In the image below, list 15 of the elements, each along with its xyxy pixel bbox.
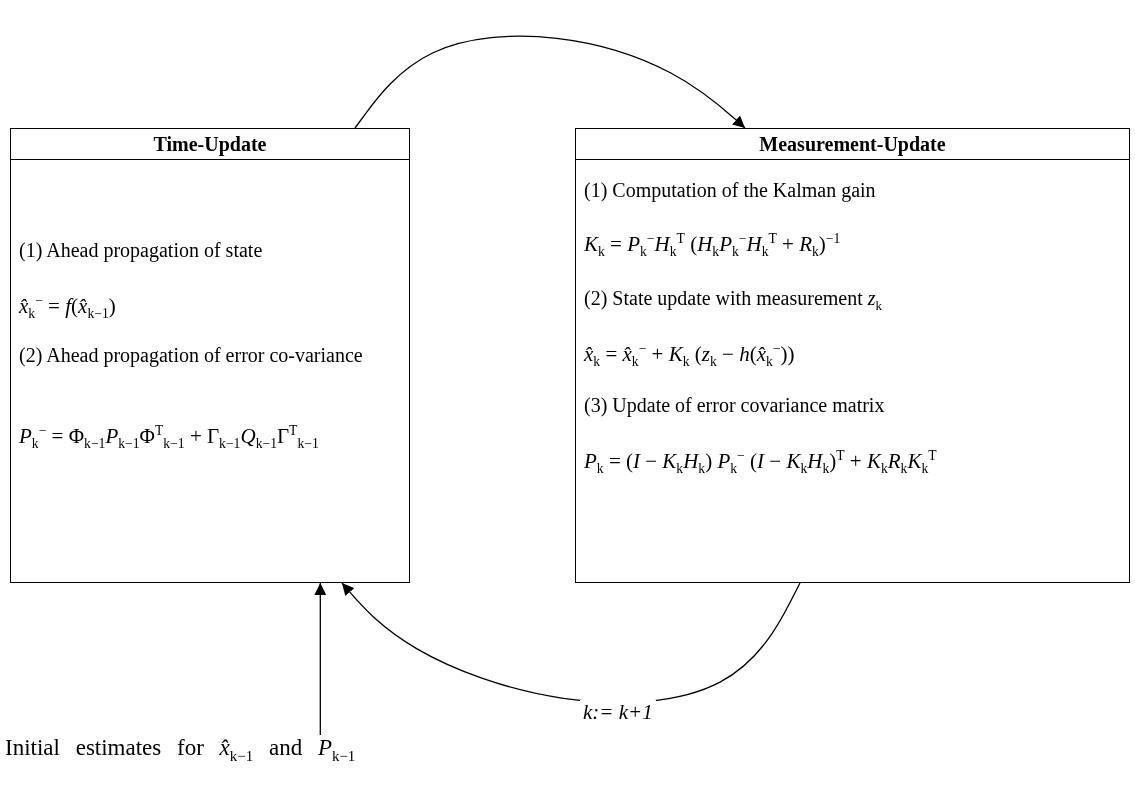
box-title: Measurement-Update [576, 129, 1129, 160]
step-text: (2) Ahead propagation of error co-variance [19, 344, 364, 367]
step-text: (3) Update of error covariance matrix [584, 394, 886, 417]
step-text: (2) State update with measurement z$_{k}$ [584, 287, 884, 315]
process-box [575, 128, 1130, 583]
arrow [354, 35, 746, 129]
note-text: Initial estimates for x̂$_{k−1}$ and P$_{k−1}$ [5, 735, 356, 765]
step-text: (1) Ahead propagation of state [19, 239, 264, 262]
arrow [314, 582, 327, 736]
formula: x̂$_{k}$$^{−}$ = f(x̂$_{k−1}$) [19, 292, 117, 324]
formula: x̂$_{k}$ = x̂$_{k}$$^{−}$ + K$_{k}$ (z$_{k}$ − h(x̂$_{k}$$^{−}$)) [584, 340, 796, 372]
process-box [10, 128, 410, 583]
step-text: (1) Computation of the Kalman gain [584, 179, 877, 202]
box-title: Time-Update [11, 129, 409, 160]
formula: K$_{k}$ = P$_{k}$$^{−}$H$_{k}$$^{T}$ (H$_{k}$P$_{k}$$^{−}$H$_{k}$$^{T}$ + R$_{k}$)$^{−1}$ [584, 230, 842, 262]
